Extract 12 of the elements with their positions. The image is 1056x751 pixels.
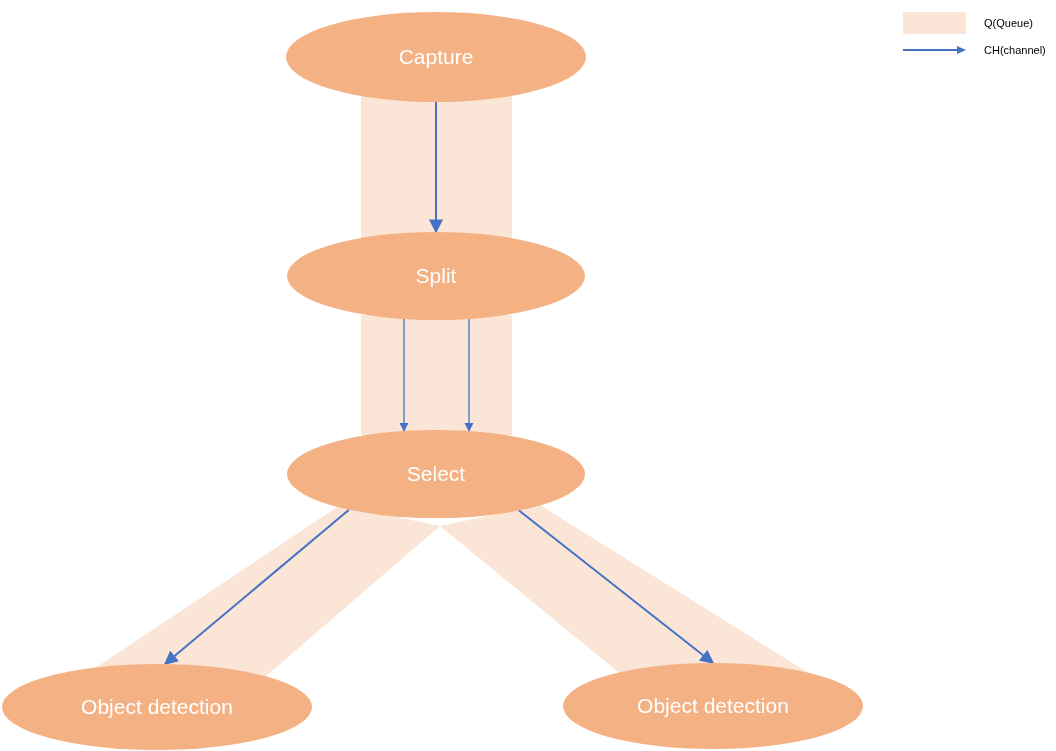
node-label: Split <box>415 263 457 290</box>
arrow <box>163 508 350 666</box>
arrow <box>429 101 443 234</box>
node-label: Capture <box>398 44 474 71</box>
arrow <box>464 318 474 432</box>
arrow <box>399 318 409 432</box>
legend-label: CH(channel) <box>984 43 1046 58</box>
node-label: Select <box>406 461 466 488</box>
legend-label: Q(Queue) <box>984 15 1033 31</box>
node-label: Object detection <box>637 693 789 720</box>
node-label: Object detection <box>81 694 233 721</box>
arrow <box>518 509 715 664</box>
